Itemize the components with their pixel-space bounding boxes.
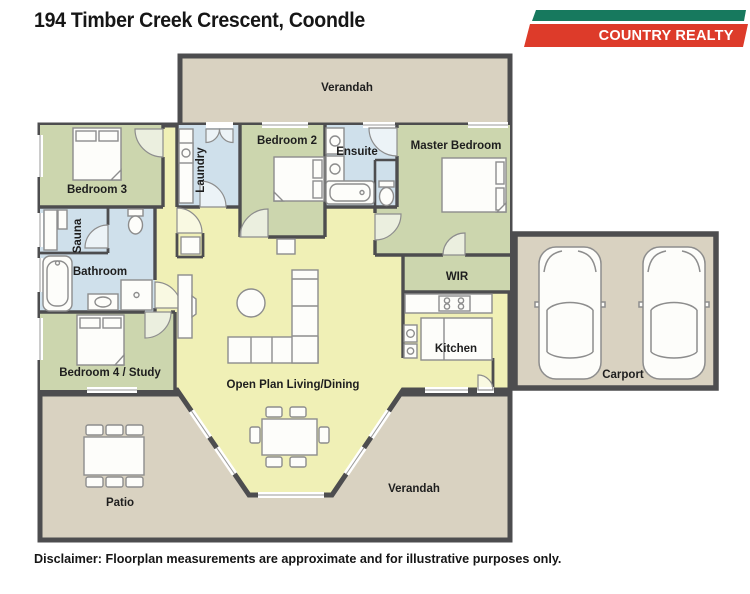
- ensuite-bathtub-icon: [325, 180, 375, 205]
- laundry-sink-icon: [178, 128, 194, 204]
- sauna-bench-icon: [43, 209, 68, 251]
- sofa-icon: [227, 269, 319, 364]
- ensuite-vanity-icon: [325, 127, 345, 183]
- laundry-verandah-door-right: [218, 128, 234, 144]
- furniture: [42, 127, 507, 488]
- round-table-icon: [236, 288, 266, 318]
- room-label-verandah-top: Verandah: [321, 82, 373, 94]
- bathtub-icon: [42, 255, 73, 312]
- ensuite-door: [368, 127, 398, 157]
- kitchen-island: [420, 317, 493, 361]
- shower-icon: [120, 279, 153, 311]
- page-title: 194 Timber Creek Crescent, Coondle: [34, 9, 365, 32]
- sauna-door: [84, 224, 109, 249]
- hall-cabinet-icon: [276, 238, 296, 255]
- patio-table-icon: [83, 424, 145, 488]
- master-door: [442, 232, 466, 256]
- toilet-icon-bathroom: [127, 208, 144, 235]
- wir-area: [403, 255, 510, 292]
- room-label-carport: Carport: [602, 369, 644, 381]
- bed-icon-bedroom2: [273, 156, 325, 202]
- master-alcove-door: [374, 213, 402, 241]
- room-label-bedroom4: Bedroom 4 / Study: [59, 367, 161, 379]
- room-label-living: Open Plan Living/Dining: [226, 379, 360, 391]
- room-label-patio: Patio: [105, 497, 135, 509]
- dining-table-icon: [249, 406, 330, 468]
- bedroom2-door: [239, 208, 269, 238]
- room-label-bedroom3: Bedroom 3: [66, 184, 128, 196]
- room-label-bathroom: Bathroom: [72, 266, 128, 278]
- top-verandah-area: [177, 53, 513, 126]
- logo-text: COUNTRY REALTY: [598, 27, 734, 44]
- bedroom4-door: [144, 311, 172, 339]
- tv-unit-icon: [177, 274, 197, 339]
- vanity-icon-bathroom: [87, 293, 119, 311]
- stove-icon: [438, 295, 471, 312]
- laundry-hall-door: [199, 180, 227, 208]
- car-icon: [534, 246, 606, 380]
- room-label-master-bedroom: Master Bedroom: [410, 140, 502, 152]
- room-label-verandah-bottom: Verandah: [388, 483, 440, 495]
- car-icon: [638, 246, 710, 380]
- bed-icon-bedroom3: [72, 127, 122, 181]
- entry-cupboard-icon: [180, 236, 201, 255]
- bedroom3-door: [134, 128, 164, 158]
- disclaimer-text: Disclaimer: Floorplan measurements are a…: [34, 551, 562, 566]
- kitchen-counter: [403, 293, 493, 361]
- logo-green-stripe: [532, 10, 746, 21]
- logo-red-bar: COUNTRY REALTY: [524, 24, 748, 47]
- room-label-laundry: Laundry: [195, 147, 207, 193]
- doors: [84, 127, 494, 391]
- toilet-icon-ensuite: [378, 180, 395, 207]
- kitchen-sink-icon: [406, 329, 416, 339]
- entry-closet-door: [176, 207, 203, 234]
- room-label-ensuite: Ensuite: [336, 146, 378, 158]
- windows: [37, 122, 508, 498]
- room-label-wir: WIR: [445, 271, 469, 283]
- kitchen-exterior-door: [477, 374, 494, 391]
- room-label-kitchen: Kitchen: [434, 343, 478, 355]
- room-label-bedroom2: Bedroom 2: [256, 135, 318, 147]
- interior-walls: [40, 125, 510, 390]
- bed-icon-master: [441, 157, 507, 213]
- bed-icon-bedroom4: [76, 314, 125, 366]
- room-label-sauna: Sauna: [72, 218, 84, 254]
